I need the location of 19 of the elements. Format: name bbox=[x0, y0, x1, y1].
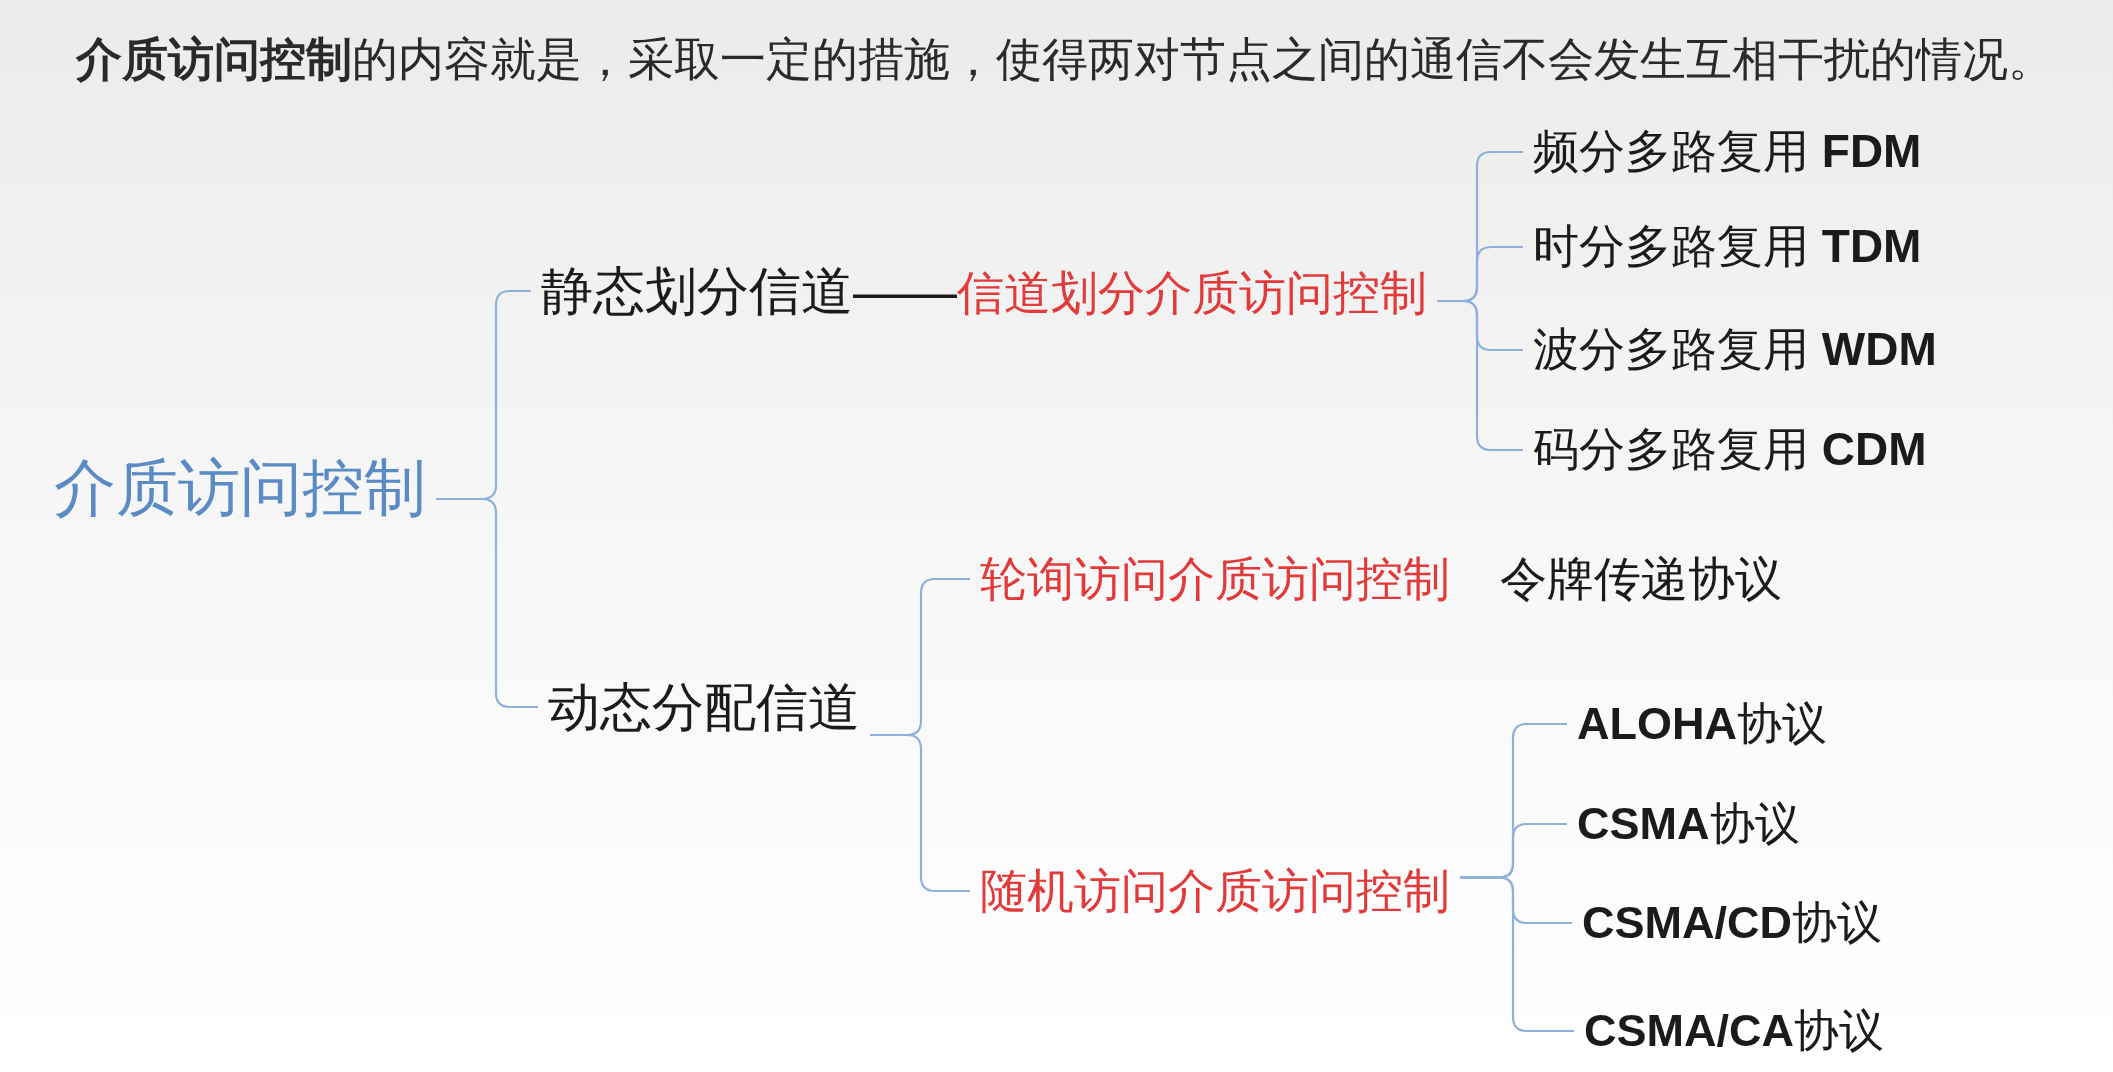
leaf-item-text: ALOHA协议 bbox=[1567, 695, 1837, 753]
leaf-item-text: 时分多路复用 TDM bbox=[1523, 218, 1932, 276]
title-text: 介质访问控制的内容就是，采取一定的措施，使得两对节点之间的通信不会发生互相干扰的情况。 bbox=[76, 32, 2054, 87]
branch-topic-text: 静态划分信道——信道划分介质访问控制 bbox=[531, 258, 1437, 324]
leaf-item-text: 码分多路复用 CDM bbox=[1523, 421, 1937, 479]
branch-topic-text: 动态分配信道 bbox=[538, 674, 870, 740]
leaf-item-text: CSMA/CA协议 bbox=[1574, 1002, 1894, 1060]
subtopic-text: 随机访问介质访问控制 bbox=[970, 861, 1460, 921]
bracket-line bbox=[870, 733, 970, 893]
leaf-item-text: 波分多路复用 WDM bbox=[1523, 321, 1947, 379]
bracket-line bbox=[1460, 876, 1574, 1033]
note-text: 令牌传递协议 bbox=[1500, 550, 1782, 607]
leaf-item-text: 频分多路复用 FDM bbox=[1523, 123, 1932, 181]
root-topic-text: 介质访问控制 bbox=[44, 449, 436, 527]
leaf-item-text: CSMA协议 bbox=[1567, 795, 1810, 853]
leaf-item-text: CSMA/CD协议 bbox=[1572, 894, 1892, 952]
bracket-line bbox=[436, 497, 538, 709]
bracket-line bbox=[1437, 299, 1523, 452]
subtopic-text: 轮询访问介质访问控制 bbox=[970, 549, 1460, 609]
